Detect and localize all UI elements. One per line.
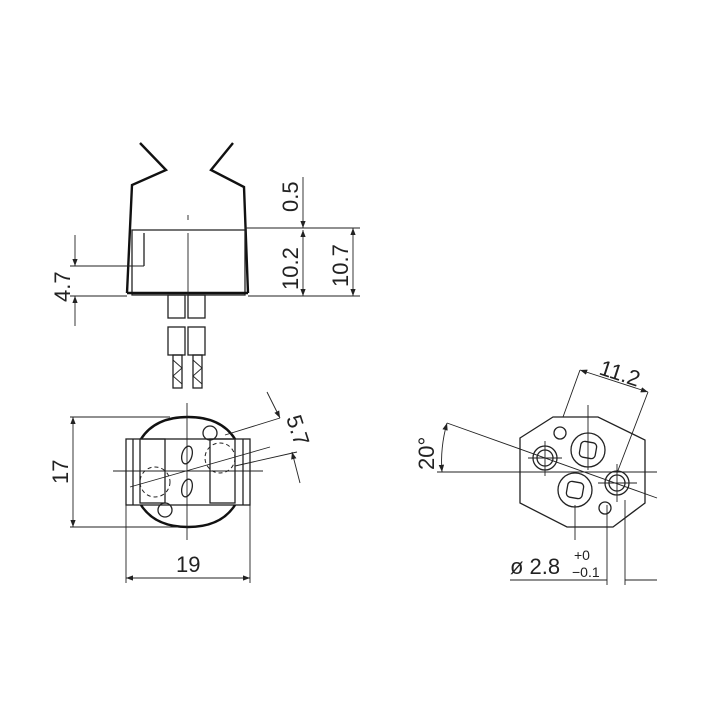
angle-20: 20°	[414, 437, 439, 470]
dim-4-7: 4.7	[50, 271, 75, 302]
pin-view: 11.2 20° ø 2.8 +0 −0.1	[414, 355, 658, 585]
bottom-view: 17 19 5.7	[48, 391, 314, 583]
dim-11-2: 11.2	[596, 355, 643, 392]
dim-0-5: 0.5	[278, 181, 303, 212]
diameter-2-8: ø 2.8	[510, 554, 560, 579]
dim-5-7: 5.7	[281, 412, 314, 449]
tolerance-lower: −0.1	[572, 564, 600, 580]
right-clip	[209, 142, 250, 294]
dim-10-2: 10.2	[278, 247, 303, 290]
dim-17: 17	[48, 460, 73, 484]
dim-19: 19	[176, 552, 200, 577]
tolerance-upper: +0	[574, 547, 590, 563]
dim-10-7: 10.7	[328, 244, 353, 287]
left-clip	[125, 142, 169, 294]
side-view: 0.5 10.2 10.7 4.7	[50, 142, 360, 389]
socket-body	[131, 229, 246, 296]
pins	[167, 294, 206, 389]
